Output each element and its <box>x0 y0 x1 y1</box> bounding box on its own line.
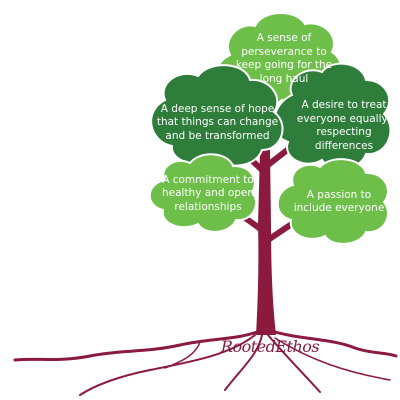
cloud-top-text: A sense of perseverance to keep going fo… <box>235 32 333 85</box>
cloud-hope <box>150 64 284 167</box>
root-right-down <box>267 334 321 393</box>
root-small-left <box>164 341 201 369</box>
cloud-include-text: A passion to include everyone <box>293 188 385 215</box>
trunk <box>256 150 276 335</box>
cloud-commitment <box>148 153 257 233</box>
root-main-right <box>266 328 398 358</box>
brand-logo-text: RootedEthos <box>220 337 320 356</box>
root-center-down <box>224 334 263 391</box>
trunk-body <box>256 150 276 335</box>
cloud-include <box>276 158 389 245</box>
cloud-commitment-text: A commitment to healthy and open relatio… <box>161 173 255 213</box>
root-main-left <box>13 328 264 362</box>
cloud-equal-text: A desire to treat everyone equally, resp… <box>296 99 392 152</box>
cloud-hope-text: A deep sense of hope that things can cha… <box>156 102 279 142</box>
cloud-equal <box>273 62 392 170</box>
root-right-low <box>274 337 391 381</box>
root-left-low <box>79 334 256 396</box>
roots <box>13 328 398 396</box>
